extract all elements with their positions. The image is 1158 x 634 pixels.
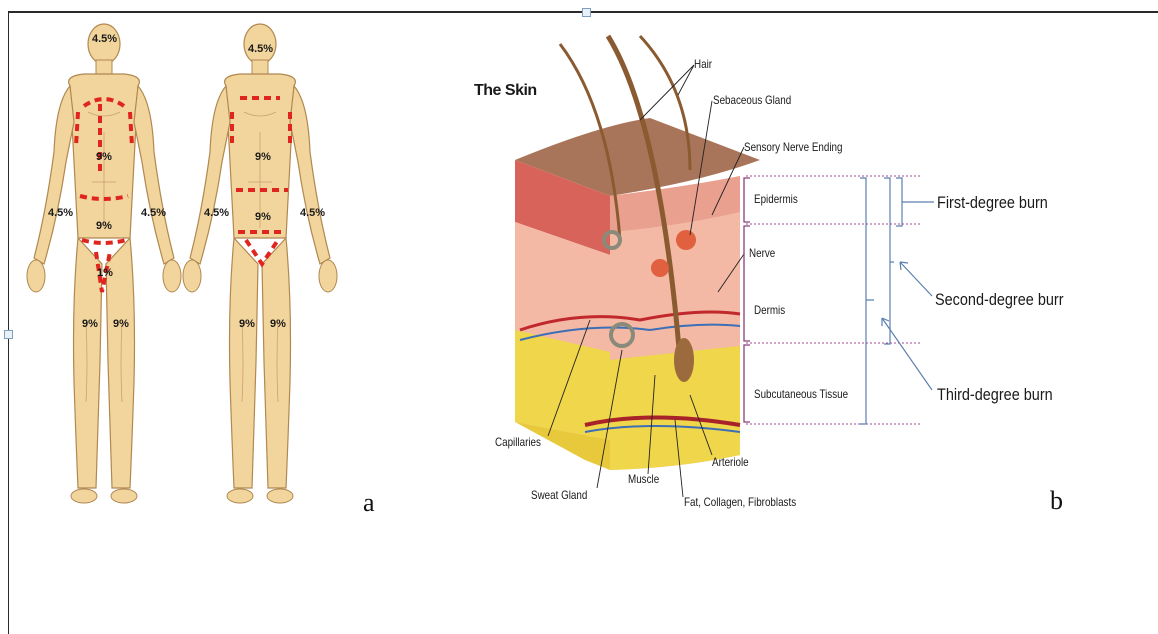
- back-head-percent: 4.5%: [248, 43, 273, 55]
- front-chest-percent: 9%: [96, 151, 112, 163]
- front-right-leg-percent: 9%: [113, 318, 129, 330]
- front-abdomen-percent: 9%: [96, 220, 112, 232]
- back-left-leg-percent: 9%: [239, 318, 255, 330]
- front-left-arm-percent: 4.5%: [48, 207, 73, 219]
- fat-collagen-label: Fat, Collagen, Fibroblasts: [684, 495, 796, 509]
- third-degree-burn-label: Third-degree burn: [937, 385, 1053, 405]
- back-right-leg-percent: 9%: [270, 318, 286, 330]
- sebaceous-gland-label: Sebaceous Gland: [713, 93, 791, 107]
- front-groin-percent: 1%: [97, 267, 113, 279]
- back-left-arm-percent: 4.5%: [204, 207, 229, 219]
- second-degree-burn-label: Second-degree burr: [935, 290, 1064, 310]
- nerve-label: Nerve: [749, 246, 775, 260]
- front-right-arm-percent: 4.5%: [141, 207, 166, 219]
- front-body: [27, 24, 181, 503]
- muscle-label: Muscle: [628, 472, 659, 486]
- skin-title: The Skin: [474, 82, 537, 100]
- front-head-percent: 4.5%: [92, 33, 117, 45]
- hair-label: Hair: [694, 57, 712, 71]
- epidermis-label: Epidermis: [754, 192, 798, 206]
- burn-brackets: [860, 178, 912, 424]
- sweat-gland-label: Sweat Gland: [531, 488, 587, 502]
- capillaries-label: Capillaries: [495, 435, 541, 449]
- panel-b-letter: b: [1050, 486, 1063, 516]
- layer-brackets: [744, 178, 750, 422]
- subcutaneous-label: Subcutaneous Tissue: [754, 387, 848, 401]
- back-lower-percent: 9%: [255, 211, 271, 223]
- first-degree-burn-label: First-degree burn: [937, 193, 1048, 213]
- back-right-arm-percent: 4.5%: [300, 207, 325, 219]
- dermis-label: Dermis: [754, 303, 785, 317]
- back-upper-percent: 9%: [255, 151, 271, 163]
- arteriole-label: Arteriole: [712, 455, 749, 469]
- sensory-nerve-label: Sensory Nerve Ending: [744, 140, 842, 154]
- front-left-leg-percent: 9%: [82, 318, 98, 330]
- panel-a-letter: a: [363, 488, 375, 518]
